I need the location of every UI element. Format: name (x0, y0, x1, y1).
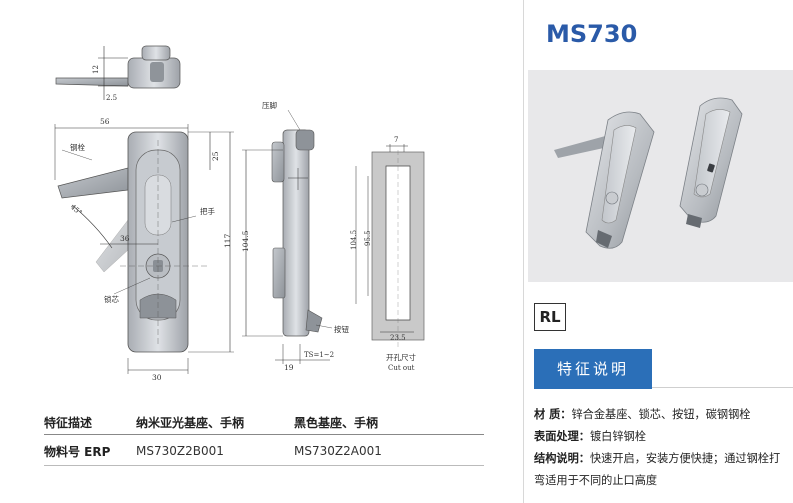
product-panel: MS730 (528, 0, 793, 503)
dim-30: 30 (152, 373, 162, 382)
table-rule (44, 434, 484, 435)
label-clamp: 压脚 (262, 100, 277, 110)
product-photo (528, 70, 793, 282)
dim-36: 36 (120, 234, 130, 243)
erp-value-black: MS730Z2A001 (294, 444, 382, 458)
product-table: 特征描述 纳米亚光基座、手柄 黑色基座、手柄 物料号 ERP MS730Z2B0… (44, 410, 484, 466)
spec-list: 材 质：锌合金基座、锁芯、按钮，碳钢钢栓 表面处理：镀白锌钢栓 结构说明：快速开… (534, 404, 790, 492)
top-view (55, 45, 181, 100)
spec-material-key: 材 质： (534, 408, 572, 421)
label-button: 按钮 (334, 324, 349, 334)
title-bar: MS730 (528, 0, 793, 70)
spec-material-value: 锌合金基座、锁芯、按钮，碳钢钢栓 (571, 408, 751, 421)
dim-25: 25 (211, 151, 220, 161)
spec-structure: 结构说明：快速开启，安装方便快捷；通过钢栓打弯适用于不同的止口高度 (534, 448, 790, 492)
ts-label: TS=1~2 (304, 351, 334, 359)
feature-underline (652, 387, 793, 388)
table-bottom-rule (44, 465, 484, 466)
cutout-view (355, 144, 425, 350)
label-lockcore: 锁芯 (104, 294, 119, 304)
dim-19: 19 (284, 363, 294, 372)
front-view (54, 124, 234, 374)
drawing-panel: 12 2.5 (44, 45, 484, 466)
spec-surface-key: 表面处理： (534, 430, 590, 443)
spec-surface-value: 镀白锌钢栓 (589, 430, 646, 443)
spec-structure-value: 快速开启，安装方便快捷；通过钢栓打弯适用于不同的止口高度 (534, 452, 781, 487)
erp-value-nano: MS730Z2B001 (136, 444, 224, 458)
lock-right-image (679, 97, 743, 228)
dim-2-5: 2.5 (106, 94, 117, 102)
spec-surface: 表面处理：镀白锌钢栓 (534, 426, 790, 448)
dim-104-5-cutout: 104.5 (350, 230, 358, 250)
spec-material: 材 质：锌合金基座、锁芯、按钮，碳钢钢栓 (534, 404, 790, 426)
dim-23-5: 23.5 (390, 334, 406, 342)
cutout-en: Cut out (388, 364, 415, 372)
dim-12: 12 (92, 65, 100, 74)
dim-104-5: 104.5 (241, 230, 250, 252)
dim-7: 7 (394, 136, 398, 144)
feature-title-button: 特征说明 (534, 349, 652, 389)
technical-drawing: 12 2.5 (54, 45, 425, 382)
dim-56: 56 (100, 117, 110, 126)
dim-117: 117 (223, 233, 232, 248)
table-row: 物料号 ERP MS730Z2B001 MS730Z2A001 (44, 439, 484, 463)
header-nano: 纳米亚光基座、手柄 (136, 415, 245, 430)
dim-95-5: 95.5 (364, 230, 372, 246)
lock-left-image (554, 111, 655, 249)
spec-structure-key: 结构说明： (534, 452, 590, 465)
row-label-erp: 物料号 ERP (44, 444, 111, 459)
rl-badge: RL (534, 303, 566, 331)
cutout-cn: 开孔尺寸 (386, 352, 416, 362)
header-feature: 特征描述 (44, 415, 93, 430)
angle-45: 45° (69, 203, 84, 217)
label-handle: 把手 (200, 206, 215, 216)
side-view (242, 109, 333, 364)
table-header-row: 特征描述 纳米亚光基座、手柄 黑色基座、手柄 (44, 410, 484, 434)
header-black: 黑色基座、手柄 (294, 415, 379, 430)
label-latch: 钢栓 (70, 142, 85, 152)
product-photo-svg (554, 97, 743, 249)
model-title: MS730 (546, 20, 638, 48)
panel-divider (523, 0, 524, 503)
